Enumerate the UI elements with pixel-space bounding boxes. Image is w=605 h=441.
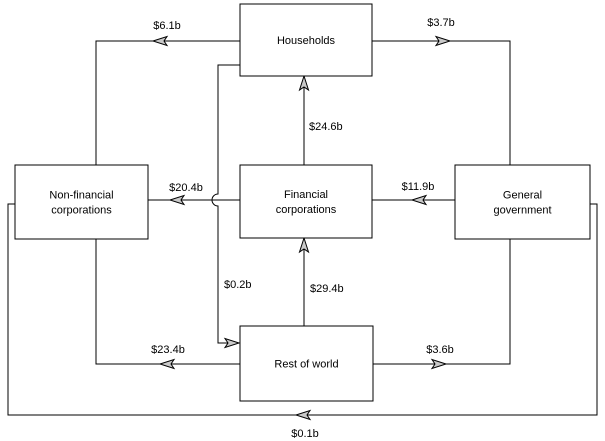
- flow-amount-households-to-general-government: $3.7b: [427, 17, 455, 29]
- flow-line-households-to-rest-of-world: [211, 64, 240, 344]
- flow-arrow-rest-of-world-to-financial-corporations: [298, 236, 310, 254]
- node-label-rest-of-world: Rest of world: [274, 359, 338, 371]
- node-box-households: [239, 3, 373, 77]
- flow-line-rest-of-world-to-non-financial-corporations: [95, 239, 240, 365]
- flow-arrow-financial-corporations-to-households: [298, 74, 310, 92]
- flow-amount-financial-corporations-to-non-financial-corporations: $20.4b: [169, 182, 203, 194]
- flow-amount-financial-corporations-to-households: $24.6b: [309, 121, 343, 133]
- flow-amount-households-to-non-financial-corporations: $6.1b: [153, 20, 181, 32]
- flow-amount-households-to-rest-of-world: $0.2b: [224, 279, 252, 291]
- flow-amount-rest-of-world-to-financial-corporations: $29.4b: [310, 283, 344, 295]
- flow-arrow-rest-of-world-to-general-government: [430, 358, 448, 370]
- node-box-general-government: [454, 164, 591, 240]
- node-box-non-financial-corporations: [14, 164, 149, 240]
- node-box-financial-corporations: [239, 164, 373, 239]
- flow-line-rest-of-world-to-general-government: [373, 239, 511, 365]
- flow-arrow-households-to-non-financial-corporations: [151, 35, 169, 47]
- node-label-households: Households: [277, 35, 336, 47]
- flow-arrow-rest-of-world-to-non-financial-corporations: [158, 358, 176, 370]
- flow-arrow-general-government-to-financial-corporations: [410, 194, 428, 206]
- flow-arrow-financial-corporations-to-non-financial-corporations: [168, 194, 186, 206]
- flow-arrow-general-government-to-non-financial-corporations: [294, 409, 312, 421]
- node-box-rest-of-world: [239, 325, 374, 402]
- flow-amount-rest-of-world-to-non-financial-corporations: $23.4b: [151, 344, 185, 356]
- flow-line-households-to-non-financial-corporations: [95, 40, 240, 165]
- flow-amount-general-government-to-financial-corporations: $11.9b: [402, 181, 435, 193]
- flow-line-households-to-general-government: [372, 40, 511, 165]
- flow-amount-general-government-to-non-financial-corporations: $0.1b: [291, 428, 319, 440]
- flow-amount-rest-of-world-to-general-government: $3.6b: [426, 344, 454, 356]
- flow-arrow-households-to-general-government: [434, 35, 452, 47]
- flow-arrow-households-to-rest-of-world: [223, 337, 241, 349]
